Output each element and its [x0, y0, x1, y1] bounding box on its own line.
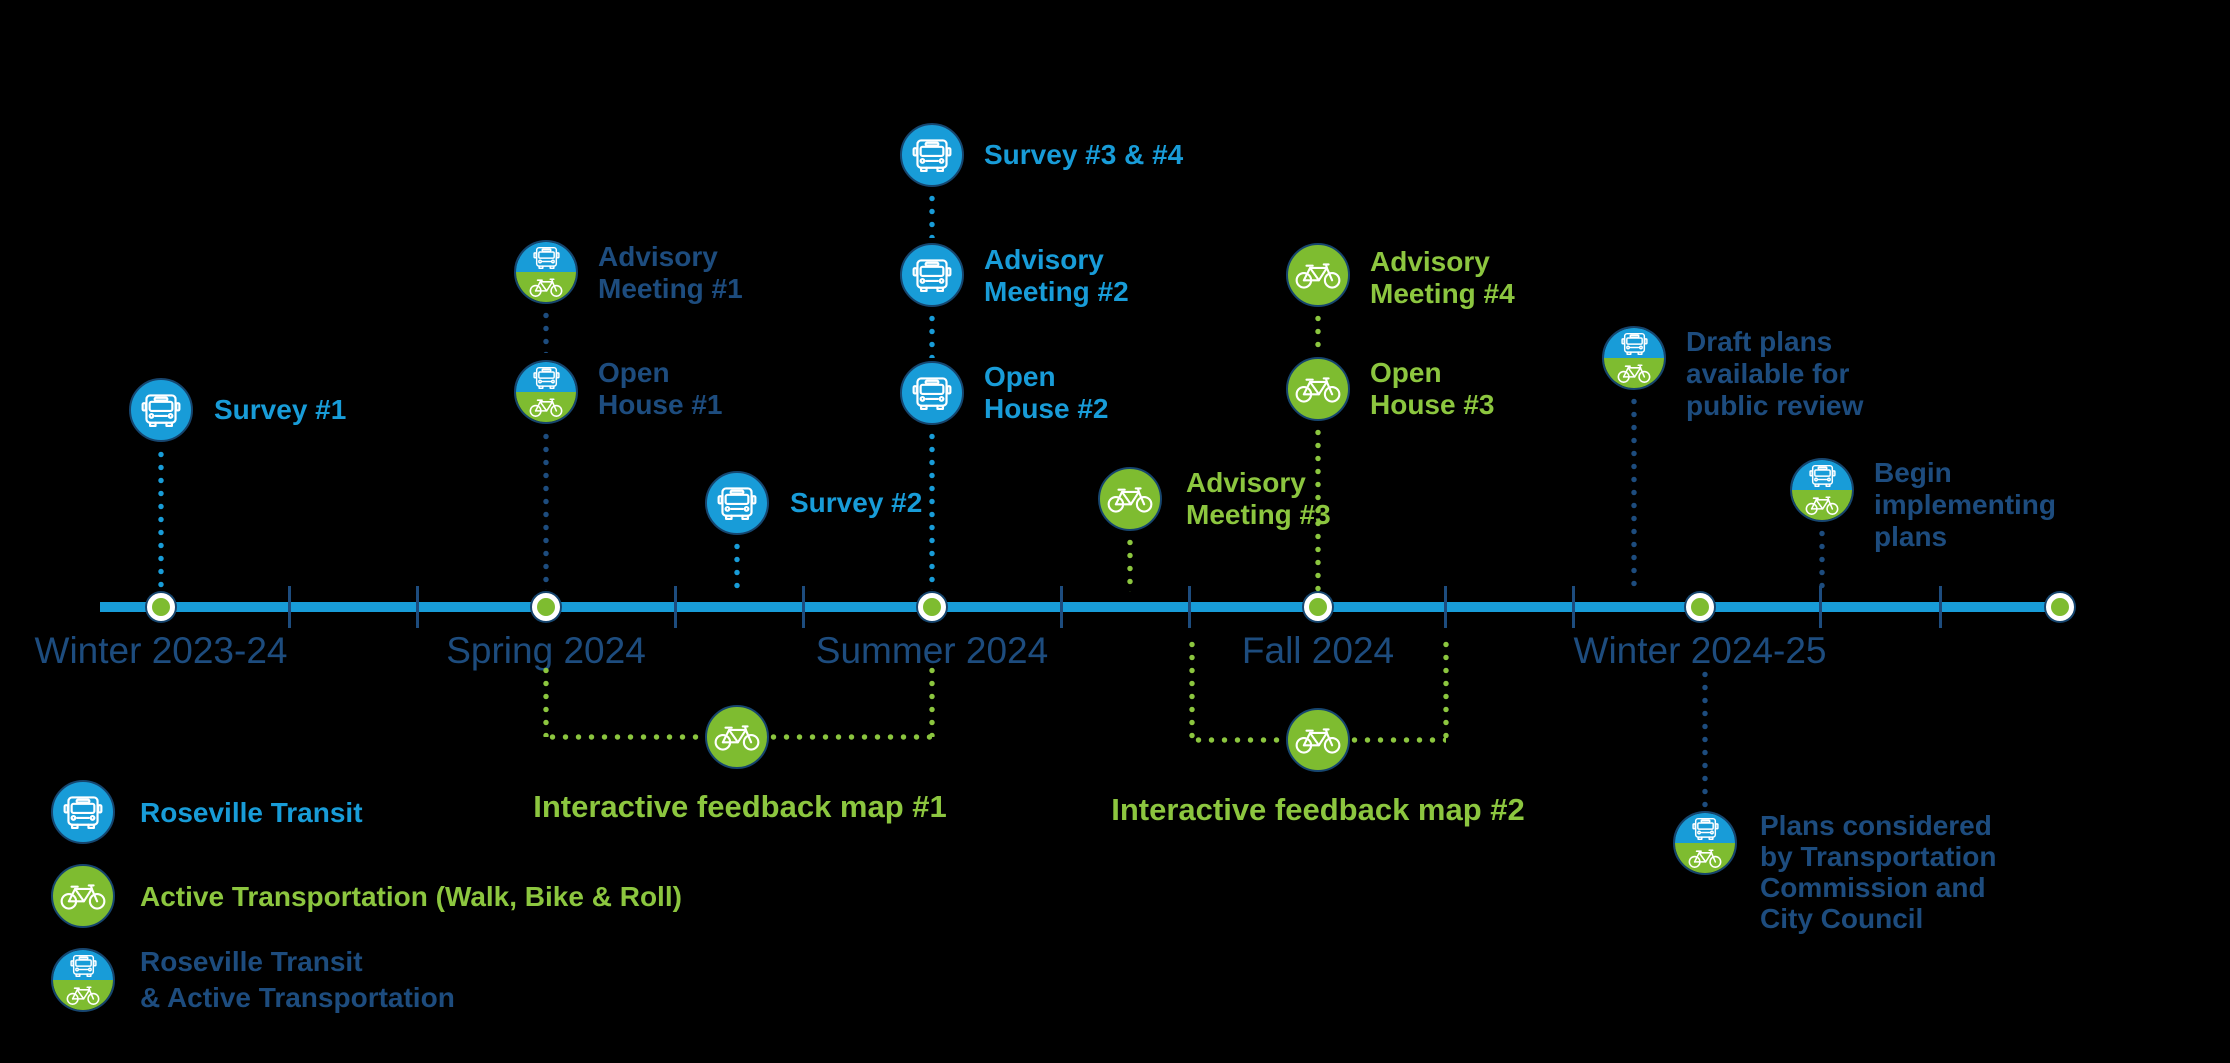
bus-bike-icon [514, 240, 578, 304]
dotted-connector [1189, 638, 1195, 740]
month-tick [802, 586, 805, 628]
bus-icon [705, 471, 769, 535]
event-label-draft-plans: Draft plans available for public review [1686, 326, 1864, 421]
event-label-advisory-meeting-1: Advisory Meeting #1 [598, 241, 743, 304]
bike-icon [1286, 357, 1350, 421]
dotted-connector [929, 430, 935, 590]
month-tick [1939, 586, 1942, 628]
dotted-connector [1631, 395, 1637, 591]
dotted-connector [543, 430, 549, 590]
event-label-feedback-map-1: Interactive feedback map #1 [533, 789, 947, 824]
event-label-open-house-2: Open House #2 [984, 361, 1109, 424]
event-label-open-house-1: Open House #1 [598, 357, 723, 420]
dotted-connector [1702, 668, 1708, 810]
bus-bike-icon [1673, 811, 1737, 875]
bus-icon [129, 378, 193, 442]
bike-icon [1098, 467, 1162, 531]
month-tick [1572, 586, 1575, 628]
month-tick [1188, 586, 1191, 628]
event-label-open-house-3: Open House #3 [1370, 357, 1495, 420]
month-tick [1444, 586, 1447, 628]
bus-bike-icon [1602, 326, 1666, 390]
dotted-connector [1819, 527, 1825, 591]
bike-icon [1286, 243, 1350, 307]
dotted-connector [929, 312, 935, 358]
month-tick [1060, 586, 1063, 628]
season-label: Winter 2024-25 [1573, 630, 1827, 671]
season-label: Winter 2023-24 [34, 630, 288, 671]
event-label-survey-2: Survey #2 [790, 487, 923, 518]
event-label-survey-3-4: Survey #3 & #4 [984, 139, 1184, 170]
bus-icon [900, 243, 964, 307]
dotted-connector [929, 192, 935, 238]
event-label-advisory-meeting-2: Advisory Meeting #2 [984, 244, 1129, 307]
timeline-node [918, 593, 946, 621]
season-label: Fall 2024 [1241, 630, 1395, 671]
legend-label-roseville-transit: Roseville Transit [140, 797, 363, 828]
bus-icon [900, 361, 964, 425]
month-tick [674, 586, 677, 628]
event-label-survey-1: Survey #1 [214, 394, 347, 425]
dotted-connector [929, 664, 935, 737]
dotted-connector [543, 664, 549, 737]
event-label-advisory-meeting-4: Advisory Meeting #4 [1370, 246, 1515, 309]
bus-icon [900, 123, 964, 187]
month-tick [288, 586, 291, 628]
dotted-connector [1443, 638, 1449, 740]
bike-icon [1286, 708, 1350, 772]
legend-bike-icon [51, 864, 115, 928]
dotted-connector [1315, 426, 1321, 592]
month-tick [1819, 586, 1822, 628]
timeline-node [532, 593, 560, 621]
dotted-connector [158, 448, 164, 590]
bus-bike-icon [1790, 458, 1854, 522]
dotted-connector [1315, 312, 1321, 354]
timeline-node [1304, 593, 1332, 621]
legend-label-transit-and-active: Roseville Transit & Active Transportatio… [140, 946, 455, 1013]
legend-bus-bike-icon [51, 948, 115, 1012]
bike-icon [705, 705, 769, 769]
dotted-connector [734, 540, 740, 592]
bus-bike-icon [514, 360, 578, 424]
timeline-node [147, 593, 175, 621]
event-label-advisory-meeting-3: Advisory Meeting #3 [1186, 467, 1331, 530]
timeline-node [2046, 593, 2074, 621]
legend-label-active-transportation: Active Transportation (Walk, Bike & Roll… [140, 881, 682, 912]
event-label-plans-considered: Plans considered by Transportation Commi… [1760, 810, 1997, 934]
event-label-begin-implementing: Begin implementing plans [1874, 457, 2057, 552]
dotted-connector [1127, 536, 1133, 592]
legend-bus-icon [51, 780, 115, 844]
month-tick [416, 586, 419, 628]
event-label-feedback-map-2: Interactive feedback map #2 [1111, 792, 1525, 827]
timeline-line [100, 602, 2075, 612]
dotted-connector [543, 309, 549, 353]
timeline-node [1686, 593, 1714, 621]
